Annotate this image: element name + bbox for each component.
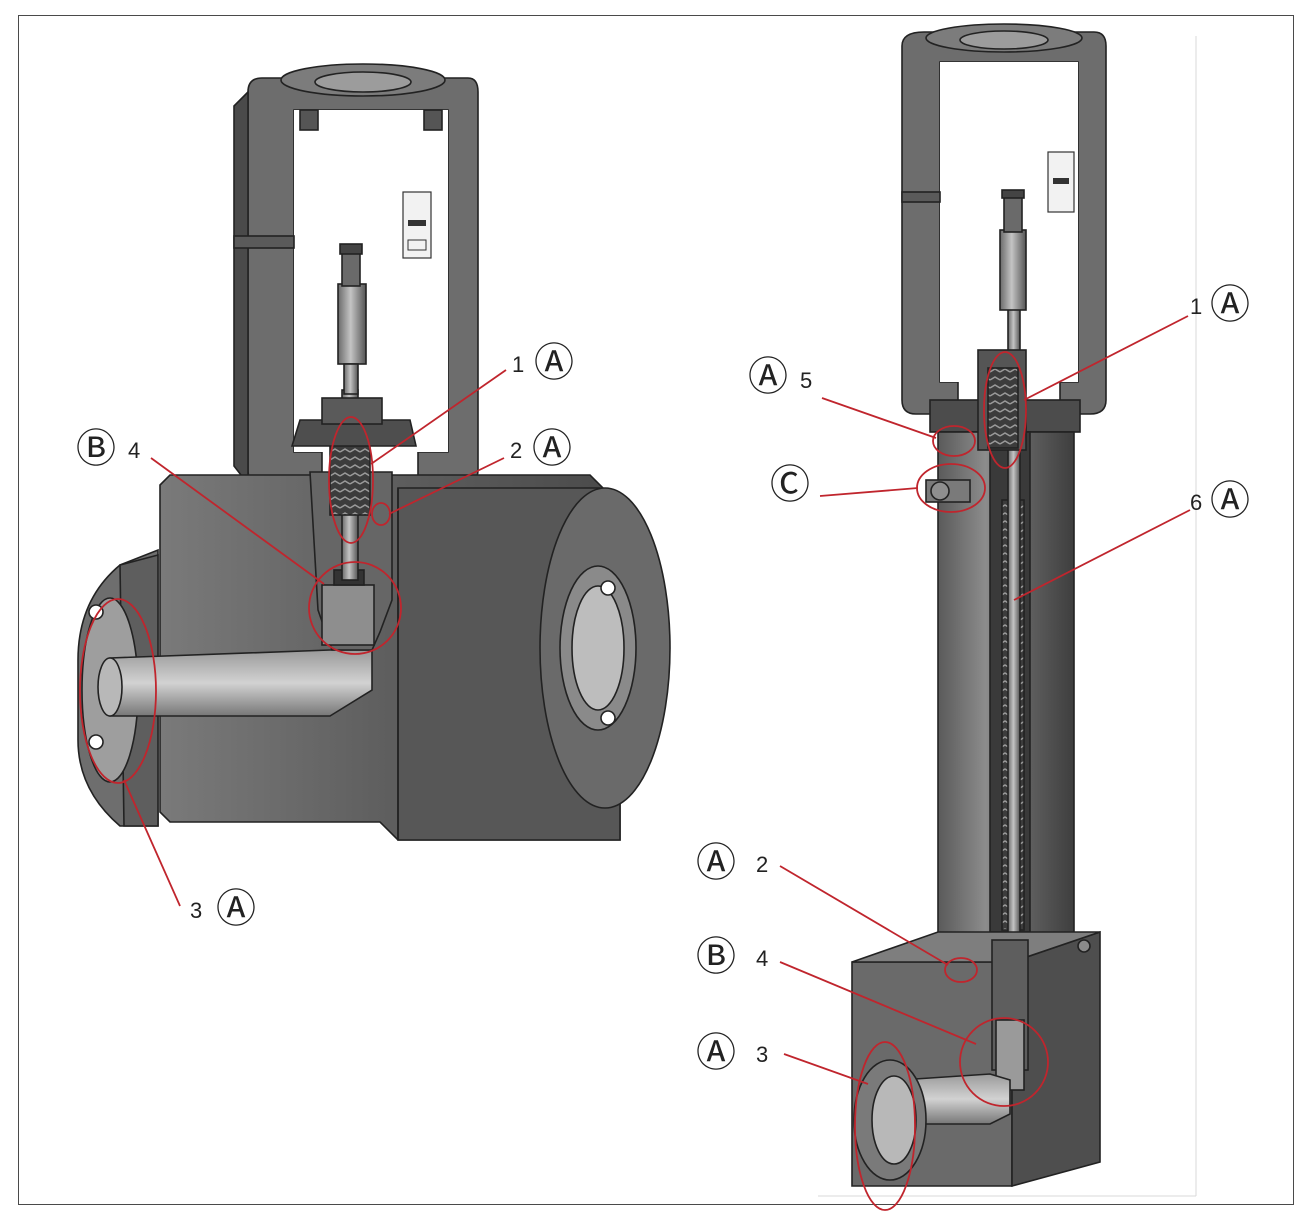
highlight-right-4 (959, 1017, 1049, 1107)
highlight-left-3 (79, 598, 157, 784)
right-callout-c-symbol: Ⓒ (770, 463, 810, 507)
highlight-right-2 (944, 957, 978, 983)
right-callout-2-symbol: Ⓐ (696, 841, 736, 885)
leader-right-6 (1013, 509, 1191, 601)
right-callout-labels: 1 Ⓐ Ⓐ 5 Ⓒ 6 Ⓐ Ⓐ 2 Ⓑ 4 Ⓐ 3 (696, 283, 1250, 1075)
right-callout-3-number: 3 (756, 1042, 768, 1067)
leader-left-2 (388, 457, 505, 515)
left-callout-4-number: 4 (128, 438, 140, 463)
left-valve-drawing (77, 63, 671, 841)
left-callout-1-number: 1 (512, 352, 524, 377)
leader-right-5 (821, 397, 937, 439)
callout-leaders (79, 315, 1191, 1211)
left-callout-2-symbol: Ⓐ (532, 427, 572, 471)
right-callout-4-number: 4 (756, 946, 768, 971)
right-valve-body (851, 930, 1101, 1188)
leader-left-3 (123, 779, 181, 907)
leader-right-3 (783, 1053, 869, 1085)
right-callout-5-number: 5 (800, 368, 812, 393)
right-callout-6-number: 6 (1190, 490, 1202, 515)
highlight-right-3 (854, 1041, 916, 1211)
left-callout-2-number: 2 (510, 438, 522, 463)
right-extension-bonnet (925, 189, 1081, 953)
right-callout-5-symbol: Ⓐ (748, 355, 788, 399)
right-callout-2-number: 2 (756, 852, 768, 877)
highlight-left-1 (328, 416, 374, 544)
leader-left-1 (370, 369, 507, 465)
right-valve-drawing (818, 23, 1197, 1197)
leader-right-4 (779, 961, 977, 1045)
leader-left-4 (150, 457, 325, 585)
left-callout-3-number: 3 (190, 898, 202, 923)
right-callout-6-symbol: Ⓐ (1210, 479, 1250, 523)
left-callout-4-symbol: Ⓑ (76, 427, 116, 471)
highlight-right-5 (932, 425, 976, 457)
highlight-right-1 (983, 351, 1027, 469)
highlight-left-4 (308, 561, 402, 655)
leader-right-1 (1023, 315, 1189, 401)
right-callout-4-symbol: Ⓑ (696, 935, 736, 979)
leader-right-c (819, 487, 919, 497)
right-callout-3-symbol: Ⓐ (696, 1031, 736, 1075)
right-callout-1-number: 1 (1190, 294, 1202, 319)
left-callout-labels: 1 Ⓐ 2 Ⓐ Ⓑ 4 3 Ⓐ (76, 341, 574, 931)
left-callout-1-symbol: Ⓐ (534, 341, 574, 385)
right-callout-1-symbol: Ⓐ (1210, 283, 1250, 327)
left-callout-3-symbol: Ⓐ (216, 887, 256, 931)
leader-right-2 (779, 865, 949, 966)
left-yoke (233, 63, 479, 487)
